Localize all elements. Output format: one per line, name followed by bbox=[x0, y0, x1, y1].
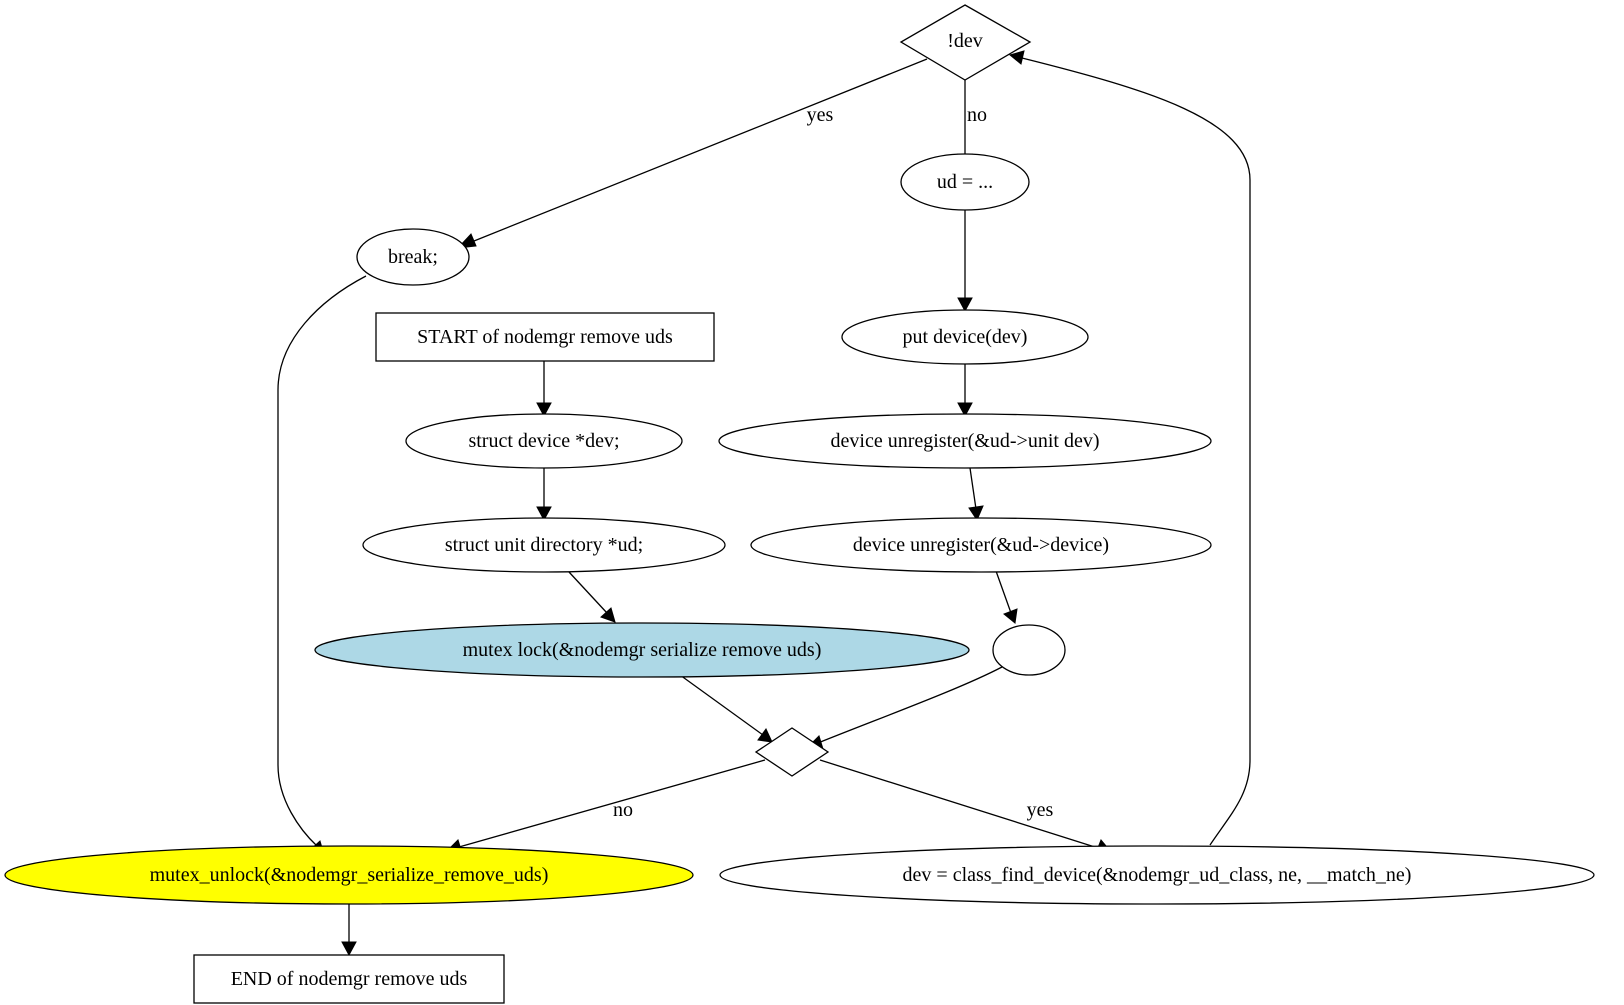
struct-unit-directory-ellipse bbox=[362, 517, 726, 573]
node-unregister-unit-dev: device unregister(&ud->unit dev) bbox=[718, 413, 1212, 469]
edge-unregister-unit-to-unregister-device bbox=[969, 467, 977, 510]
node-struct-unit-directory: struct unit directory *ud; bbox=[362, 517, 726, 573]
arrowhead-unregister-device-to-empty bbox=[1003, 608, 1018, 624]
edge-break-to-unlock bbox=[277, 275, 367, 847]
edge-dev-to-break bbox=[473, 58, 928, 242]
mutex-unlock-label: mutex_unlock(&nodemgr_serialize_remove_u… bbox=[150, 864, 549, 886]
arrowhead-mutex-lock-to-decision bbox=[757, 728, 773, 743]
start-box bbox=[375, 312, 715, 362]
arrowhead-unlock-to-end bbox=[341, 941, 357, 957]
node-dev-check: !dev bbox=[899, 4, 1032, 81]
edge-struct-ud-to-mutex-lock bbox=[568, 571, 608, 614]
unregister-device-ellipse bbox=[750, 517, 1212, 573]
unregister-unit-dev-ellipse bbox=[718, 413, 1212, 469]
nodes: !dev ud = ... break; START of nodemgr re… bbox=[4, 4, 1595, 1004]
node-start: START of nodemgr remove uds bbox=[375, 312, 715, 362]
arrowhead-unregister-unit-to-unregister-device bbox=[968, 505, 984, 522]
edge-label-loop-no: no bbox=[613, 799, 633, 821]
struct-device-ellipse bbox=[405, 413, 683, 469]
edge-decision-to-unlock bbox=[458, 759, 766, 848]
arrowhead-ud-to-put-device bbox=[957, 297, 973, 313]
node-put-device: put device(dev) bbox=[841, 309, 1089, 365]
edge-find-device-to-dev bbox=[1021, 57, 1251, 846]
loop-decision-diamond bbox=[754, 727, 830, 777]
edge-labels: yes no no yes bbox=[613, 104, 1054, 821]
edge-label-loop-yes: yes bbox=[1027, 799, 1054, 821]
edge-empty-to-decision bbox=[817, 666, 1003, 744]
node-break: break; bbox=[356, 228, 470, 286]
edge-label-dev-yes: yes bbox=[807, 104, 834, 126]
node-loop-decision bbox=[754, 727, 830, 777]
end-label: END of nodemgr remove uds bbox=[231, 968, 468, 990]
start-label: START of nodemgr remove uds bbox=[417, 326, 673, 348]
node-mutex-lock: mutex lock(&nodemgr serialize remove uds… bbox=[314, 622, 970, 678]
arrowhead-find-device-to-dev bbox=[1008, 50, 1025, 65]
edge-label-dev-no: no bbox=[967, 104, 987, 126]
unregister-unit-dev-label: device unregister(&ud->unit dev) bbox=[831, 430, 1100, 452]
edge-unregister-device-to-empty bbox=[995, 570, 1012, 614]
node-end: END of nodemgr remove uds bbox=[193, 954, 505, 1004]
put-device-ellipse bbox=[841, 309, 1089, 365]
dev-check-diamond bbox=[899, 4, 1032, 81]
ud-assign-ellipse bbox=[900, 153, 1030, 211]
node-struct-device: struct device *dev; bbox=[405, 413, 683, 469]
break-label: break; bbox=[388, 246, 438, 268]
end-box bbox=[193, 954, 505, 1004]
node-empty bbox=[992, 624, 1066, 676]
arrowhead-start-to-struct-device bbox=[536, 402, 552, 418]
unregister-device-label: device unregister(&ud->device) bbox=[853, 534, 1109, 556]
struct-unit-directory-label: struct unit directory *ud; bbox=[445, 534, 643, 556]
find-device-label: dev = class_find_device(&nodemgr_ud_clas… bbox=[903, 864, 1412, 886]
find-device-ellipse bbox=[719, 845, 1595, 905]
edges bbox=[277, 50, 1251, 957]
struct-device-label: struct device *dev; bbox=[468, 430, 619, 452]
empty-ellipse bbox=[992, 624, 1066, 676]
edge-mutex-lock-to-decision bbox=[679, 674, 764, 736]
node-mutex-unlock: mutex_unlock(&nodemgr_serialize_remove_u… bbox=[4, 845, 694, 905]
arrowhead-struct-ud-to-mutex-lock bbox=[600, 607, 616, 623]
node-unregister-device: device unregister(&ud->device) bbox=[750, 517, 1212, 573]
node-ud-assign: ud = ... bbox=[900, 153, 1030, 211]
mutex-unlock-ellipse bbox=[4, 845, 694, 905]
edge-decision-to-find-device bbox=[819, 759, 1099, 849]
mutex-lock-ellipse bbox=[314, 622, 970, 678]
ud-assign-label: ud = ... bbox=[937, 171, 993, 193]
dev-check-label: !dev bbox=[947, 30, 983, 52]
mutex-lock-label: mutex lock(&nodemgr serialize remove uds… bbox=[463, 639, 822, 661]
arrowhead-struct-device-to-struct-ud bbox=[536, 506, 552, 522]
arrowhead-put-device-to-unregister-unit bbox=[957, 402, 973, 418]
node-find-device: dev = class_find_device(&nodemgr_ud_clas… bbox=[719, 845, 1595, 905]
break-ellipse bbox=[356, 228, 470, 286]
put-device-label: put device(dev) bbox=[903, 326, 1028, 348]
